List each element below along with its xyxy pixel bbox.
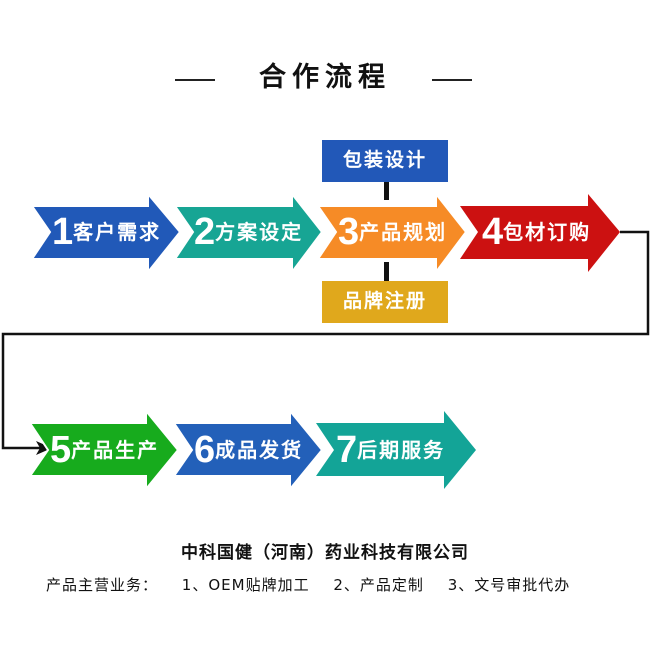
step-3-number: 3 (338, 211, 359, 253)
branch-packaging-design: 包装设计 (322, 140, 448, 182)
branch-brand-registration-label: 品牌注册 (342, 290, 427, 312)
arrow-step-1 (30, 191, 182, 275)
business-label: 产品主营业务： (46, 576, 159, 594)
step-7-number: 7 (336, 429, 357, 471)
step-5-number: 5 (50, 429, 71, 471)
title-rule-left (175, 79, 215, 81)
arrow-step-6 (172, 408, 324, 492)
step-3: 3 产品规划 (338, 212, 447, 252)
header: 合作流程 (0, 58, 650, 98)
step-2: 2 方案设定 (194, 212, 303, 252)
step-4-number: 4 (482, 211, 503, 253)
arrow-step-2 (173, 191, 324, 275)
step-2-number: 2 (194, 211, 215, 253)
step-7-label: 后期服务 (357, 438, 446, 462)
step-6-number: 6 (194, 429, 215, 471)
step-7: 7 后期服务 (336, 430, 445, 470)
page-title: 合作流程 (259, 62, 391, 93)
step-6-label: 成品发货 (215, 438, 304, 462)
business-line: 产品主营业务： 1、OEM贴牌加工 2、产品定制 3、文号审批代办 (46, 574, 646, 595)
step-1-number: 1 (52, 211, 73, 253)
company-name: 中科国健（河南）药业科技有限公司 (181, 543, 469, 563)
step-4: 4 包材订购 (482, 212, 591, 252)
arrow-step-4 (460, 194, 620, 272)
branch-brand-registration: 品牌注册 (322, 281, 448, 323)
step-1-label: 客户需求 (73, 220, 162, 244)
step-2-label: 方案设定 (215, 220, 304, 244)
arrow-step-3 (316, 191, 468, 275)
business-item-2: 2、产品定制 (333, 576, 424, 594)
step-6: 6 成品发货 (194, 430, 303, 470)
connector-line (1, 230, 650, 450)
business-item-3: 3、文号审批代办 (447, 576, 571, 594)
step-5-label: 产品生产 (71, 438, 160, 462)
title-rule-right (432, 79, 472, 81)
branch-connector-bottom (384, 262, 389, 282)
business-item-1: 1、OEM贴牌加工 (181, 576, 310, 594)
step-5: 5 产品生产 (50, 430, 159, 470)
step-3-label: 产品规划 (359, 220, 448, 244)
branch-packaging-design-label: 包装设计 (342, 149, 427, 171)
step-4-label: 包材订购 (503, 220, 592, 244)
arrow-step-5 (28, 408, 180, 492)
step-1: 1 客户需求 (52, 212, 161, 252)
connector-arrowhead (36, 441, 52, 455)
arrow-step-7 (316, 411, 476, 489)
branch-connector-top (384, 180, 389, 200)
